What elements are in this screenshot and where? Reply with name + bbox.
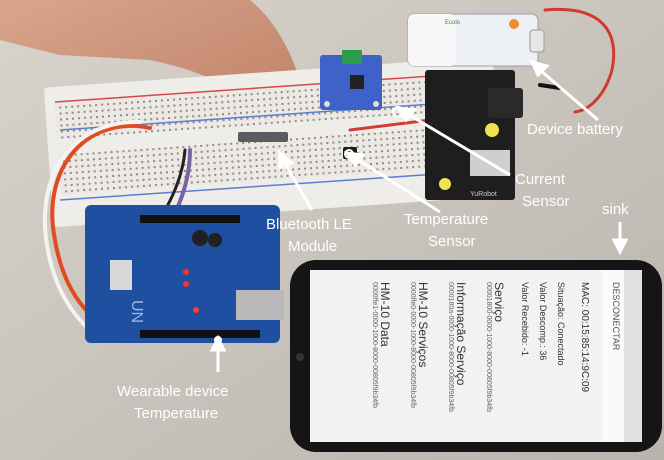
- label-sink: sink: [602, 201, 629, 218]
- label-wearable-2: Temperature: [134, 405, 219, 422]
- arduino-board: UN: [85, 205, 284, 343]
- phone-hm10-data-label[interactable]: HM-10 Data: [378, 282, 392, 347]
- phone-hm10-services-uuid: 0000ffe0-0000-1000-8000-00805f9b34fb: [409, 282, 416, 408]
- phone: [290, 260, 662, 452]
- current-sensor-board: [320, 50, 382, 110]
- label-current-sensor-2: Sensor: [522, 193, 570, 210]
- battery: Ecolo: [407, 13, 545, 67]
- battery-brand: Ecolo: [445, 20, 461, 26]
- arduino-logo: UN: [128, 300, 145, 323]
- phone-info-service-label[interactable]: Informação Serviço: [454, 282, 468, 386]
- phone-status-line-3: Valor Recebido: -1: [520, 282, 530, 356]
- label-temperature-sensor-2: Sensor: [428, 233, 476, 250]
- phone-info-service-uuid: 0000180a-0000-1000-8000-00805f9b34fb: [447, 282, 454, 413]
- label-current-sensor-1: Current: [515, 171, 566, 188]
- phone-service-label[interactable]: Serviço: [492, 282, 506, 323]
- phone-hm10-services-label[interactable]: HM-10 Serviços: [416, 282, 430, 368]
- power-module: YuRobot: [425, 70, 523, 200]
- label-bluetooth-1: Bluetooth LE: [266, 216, 352, 233]
- phone-status-line-2: Valor Descomp.: 36: [538, 282, 548, 361]
- annotation-arrows: [209, 59, 629, 372]
- phone-hm10-data-uuid: 0000ffe1-0000-1000-8000-00805f9b34fb: [371, 282, 378, 408]
- label-wearable-1: Wearable device: [117, 383, 229, 400]
- bluetooth-module: [238, 132, 288, 142]
- phone-status-line-1: Situação: Conectado: [556, 282, 566, 366]
- label-temperature-sensor-1: Temperature: [404, 211, 489, 228]
- label-device-battery: Device battery: [527, 121, 623, 138]
- label-bluetooth-2: Module: [288, 238, 338, 255]
- phone-service-uuid: 00001800-0000-1000-8000-00805f9b34fb: [485, 282, 492, 413]
- power-module-logo: YuRobot: [470, 191, 497, 198]
- phone-header-line: MAC: 00:15:85:14:9C:09: [579, 282, 590, 393]
- phone-top-right-text[interactable]: DESCONECTAR: [611, 282, 621, 351]
